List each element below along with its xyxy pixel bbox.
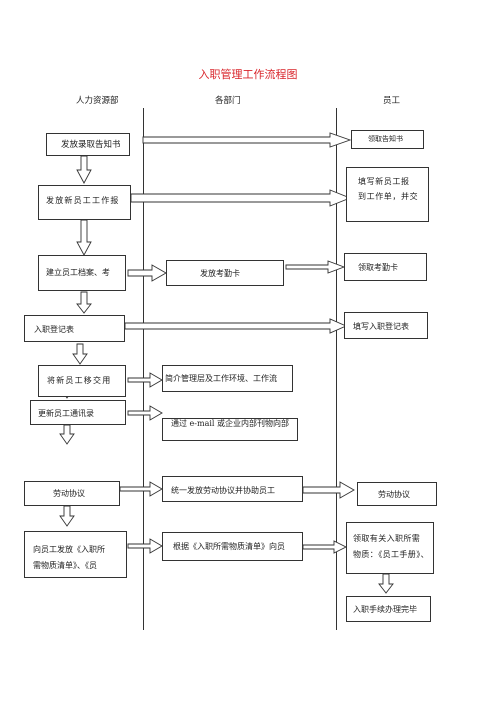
- arrow-card-to-employee: [285, 260, 346, 274]
- arrow-down-7: [59, 505, 75, 527]
- lane-header-employee: 员工: [383, 96, 401, 106]
- hr-step-registration: 入职登记表: [24, 315, 125, 342]
- hr-step-transfer: 将新员工移交用: [38, 365, 126, 397]
- hr-step-update-contacts: 更新员工通讯录: [30, 400, 126, 425]
- dept-step-introduce: 简介管理层及工作环境、工作流: [162, 365, 293, 392]
- employee-step-completed: 入职手续办理完毕: [346, 596, 431, 622]
- hr-step-offer-letter: 发放录取告知书: [46, 133, 130, 156]
- lane-divider-right: [336, 108, 337, 630]
- employee-step-receive-card: 领取考勤卡: [344, 253, 427, 281]
- arrow-offer-to-employee: [142, 132, 352, 148]
- dept-step-supplies: 根据《入职所需物质清单》向员: [162, 532, 303, 561]
- dept-step-announce: 通过 e-mail 或企业内部刊物向部: [162, 418, 298, 441]
- employee-step-receive-supplies: 领取有关入职所需 物质：《员工手册》、: [346, 522, 434, 574]
- arrow-transfer-to-dept: [127, 372, 163, 388]
- arrow-report-to-employee: [130, 189, 352, 207]
- employee-step-contract: 劳动协议: [357, 482, 437, 506]
- lane-header-dept: 各部门: [215, 96, 241, 106]
- employee-step-receive-offer: 领取告知书: [351, 130, 424, 149]
- arrow-contract-to-dept: [119, 481, 163, 497]
- hr-step-report-form: 发放新员工工作报: [38, 185, 131, 220]
- arrow-down-employee: [378, 573, 394, 594]
- arrow-register-to-employee: [124, 318, 348, 334]
- hr-step-supplies-list: 向员工发放《入职所 需物质清单》、《员: [24, 531, 127, 578]
- arrow-contacts-to-dept: [127, 405, 163, 421]
- arrow-file-to-dept: [127, 264, 167, 282]
- employee-step-fill-registration: 填写入职登记表: [344, 312, 428, 339]
- lane-header-hr: 人力资源部: [76, 96, 119, 106]
- employee-step-fill-report: 填写新员工报 到工作单，并交: [346, 167, 429, 222]
- page-title: 入职管理工作流程图: [198, 68, 298, 81]
- arrow-down-2: [76, 219, 92, 256]
- dept-step-attendance-card: 发放考勤卡: [166, 260, 284, 286]
- arrow-contract-to-employee: [302, 481, 355, 499]
- hr-step-contract: 劳动协议: [24, 481, 120, 506]
- lane-divider-left: [143, 108, 144, 630]
- arrow-down-3: [76, 291, 92, 314]
- arrow-supplies-to-employee: [302, 540, 348, 554]
- arrow-down-1: [76, 155, 92, 184]
- dept-step-contract: 统一发放劳动协议并协助员工: [162, 476, 303, 502]
- arrow-supplies-to-dept: [127, 538, 163, 554]
- arrow-down-6: [59, 424, 75, 445]
- hr-step-employee-file: 建立员工档案、考: [38, 255, 126, 291]
- arrow-down-4: [72, 343, 88, 365]
